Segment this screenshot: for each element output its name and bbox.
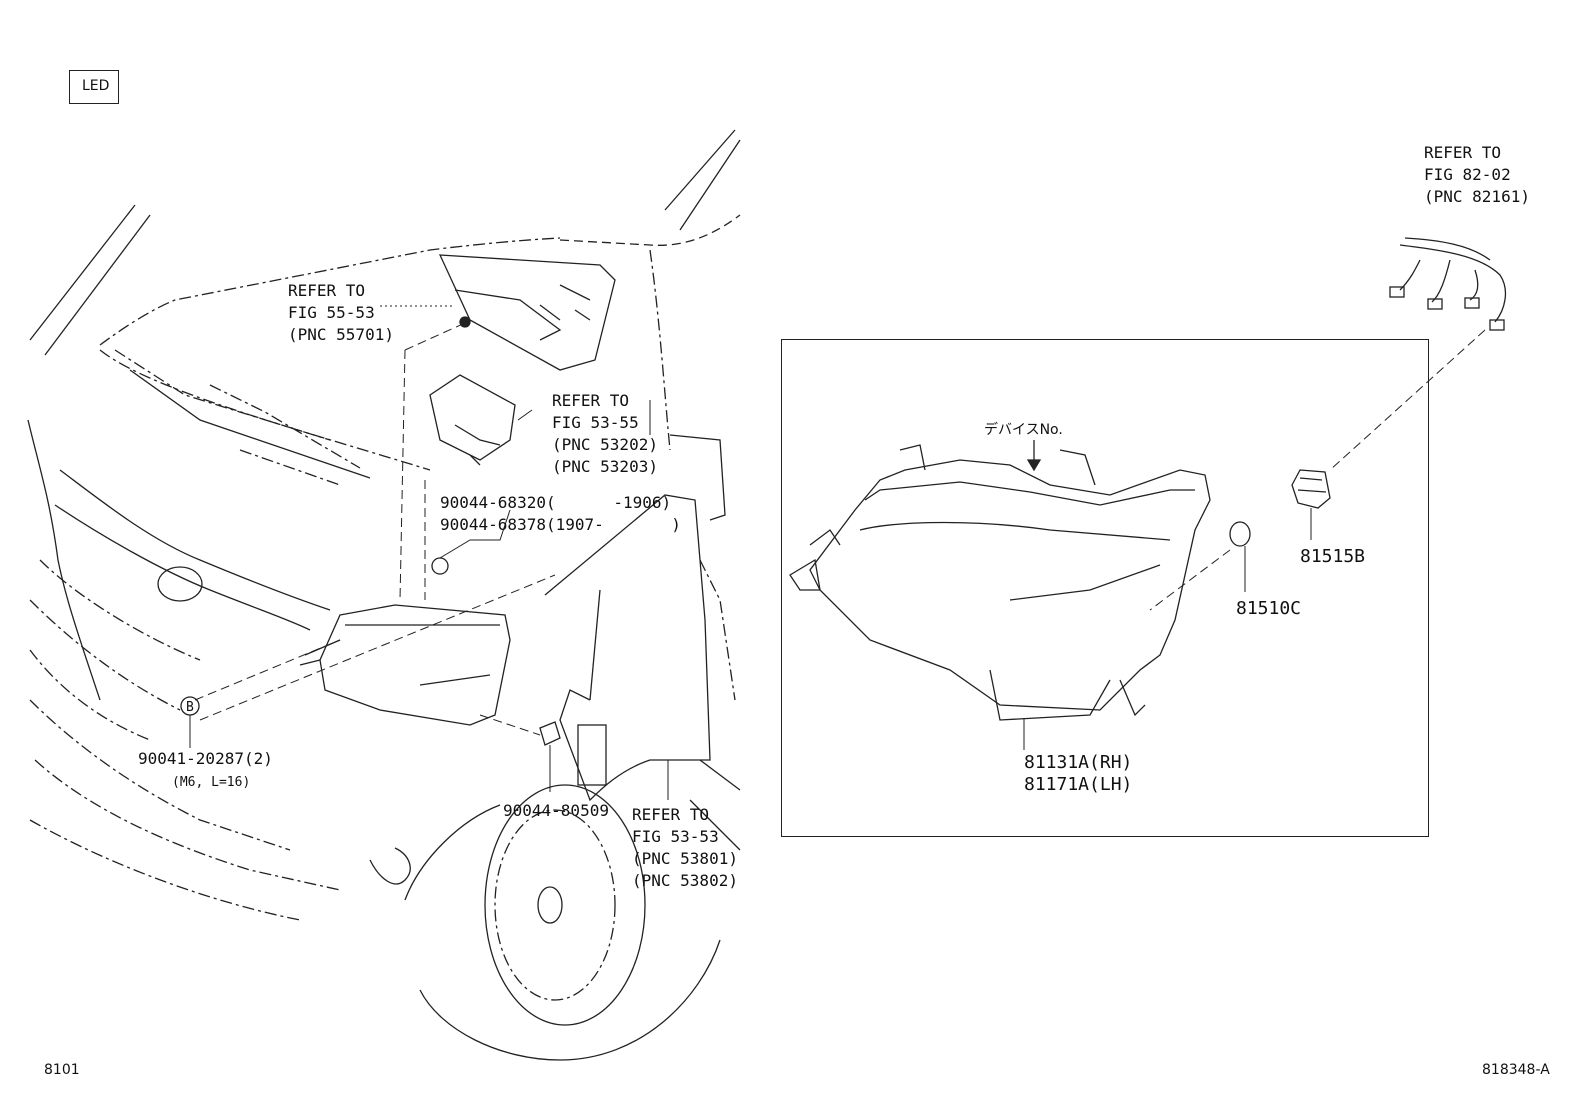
clip-part-number-c: 90044-80509 [503,801,609,820]
clip-part-2 [539,721,561,746]
refer-fender-line4: (PNC 53802) [632,871,738,890]
vehicle-body-outline [27,129,741,1061]
wire-harness [1389,237,1507,331]
clip-part-number-b: 90044-68378(1907- ) [440,515,681,534]
headlamp-large [789,444,1211,721]
refer-support-line4: (PNC 53203) [552,457,658,476]
led-badge: LED [69,70,119,104]
device-number-label: デバイスNo. [984,422,1063,438]
refer-hood-line3: (PNC 55701) [288,325,394,344]
headlamp-rh-part-number: 81131A(RH) [1024,752,1133,773]
page-code: 8101 [44,1062,80,1078]
refer-fender-line2: FIG 53-53 [632,827,719,846]
refer-hood-line1: REFER TO [288,281,366,300]
refer-wire-line1: REFER TO [1424,143,1502,162]
bulb-81510c [1229,521,1251,547]
figure-code: 818348-A [1482,1062,1550,1078]
refer-wire-line2: FIG 82-02 [1424,165,1511,184]
led-badge-label: LED [82,78,110,94]
part-number-81515b: 81515B [1300,546,1366,567]
socket-81515b [1291,469,1331,509]
part-number-81510c: 81510C [1236,598,1302,619]
refer-support-line2: FIG 53-55 [552,413,639,432]
refer-fender-line1: REFER TO [632,805,710,824]
hood-hinge-bracket [438,254,616,371]
refer-support-line1: REFER TO [552,391,630,410]
clip-part-number-a: 90044-68320( -1906) [440,493,672,512]
refer-support-line3: (PNC 53202) [552,435,658,454]
bolt-spec: (M6, L=16) [172,775,251,790]
refer-fender-line3: (PNC 53801) [632,849,738,868]
clip-part [431,557,449,575]
bolt-part-number: 90041-20287(2) [138,749,273,768]
headlamp-detail-box [781,339,1429,837]
support-bracket [429,374,516,466]
refer-wire-line3: (PNC 82161) [1424,187,1530,206]
fender [544,494,711,802]
headlamp-lh-part-number: 81171A(LH) [1024,774,1133,795]
refer-hood-line2: FIG 55-53 [288,303,375,322]
bolt-marker-label: B [186,700,194,715]
headlamp-small [299,604,511,726]
